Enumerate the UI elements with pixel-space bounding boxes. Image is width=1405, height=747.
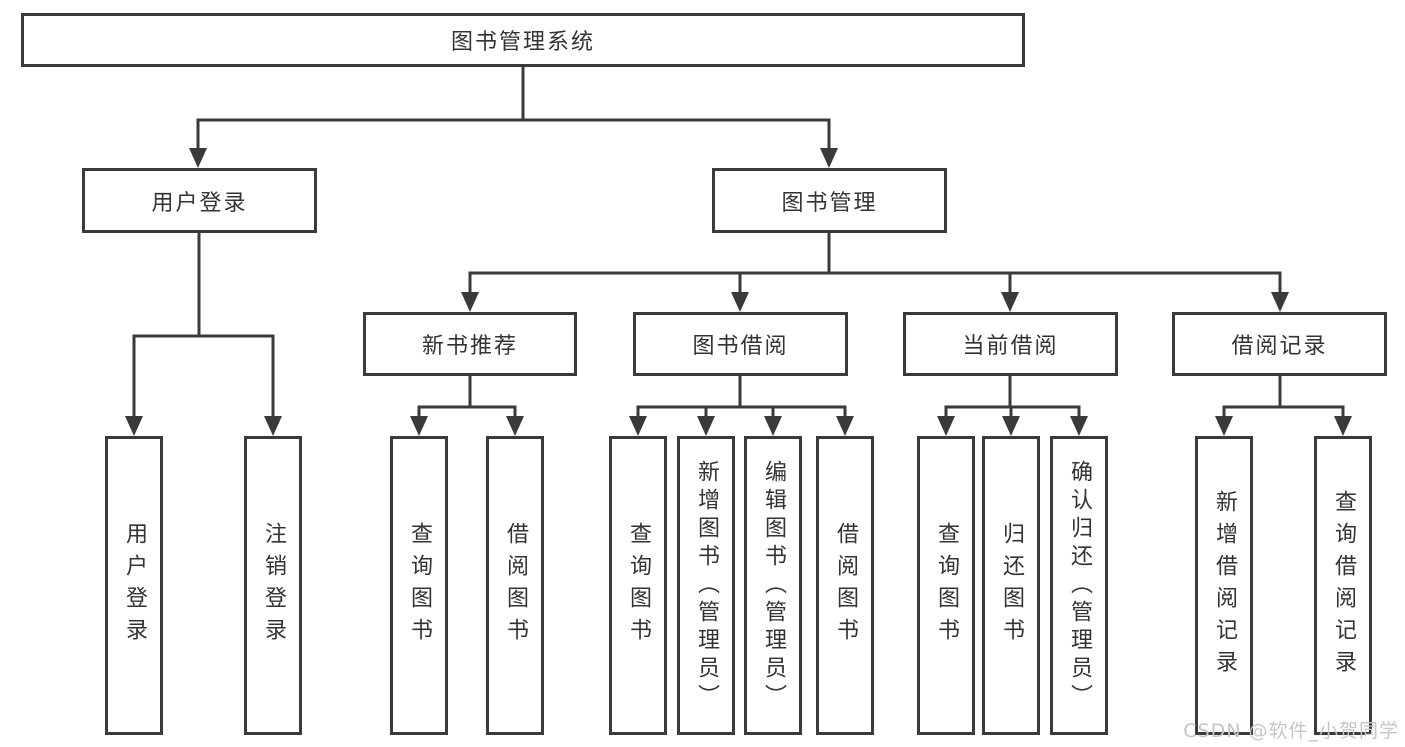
leaf-borrow-books: 借阅图书 xyxy=(816,436,874,735)
leaf-query-books-borrow: 查询图书 xyxy=(609,436,667,735)
connector-root-to-level2 xyxy=(189,64,838,168)
node-borrow-records: 借阅记录 xyxy=(1172,312,1387,376)
node-label: 图书管理系统 xyxy=(450,30,595,55)
node-book-management: 图书管理 xyxy=(712,168,947,233)
connector-current-borrow-to-leaves xyxy=(937,373,1088,436)
leaf-return-books: 归还图书 xyxy=(982,436,1040,735)
leaf-query-borrow-record: 查询借阅记录 xyxy=(1314,436,1372,735)
leaf-label: 借阅图书 xyxy=(503,521,528,650)
leaf-label: 查询图书 xyxy=(407,521,432,650)
node-label: 图书管理 xyxy=(781,190,878,216)
connector-book-management-to-level3 xyxy=(461,230,1289,312)
leaf-borrow-books-recommend: 借阅图书 xyxy=(486,436,544,735)
node-label: 图书借阅 xyxy=(692,334,789,359)
node-label: 用户登录 xyxy=(151,190,248,216)
connector-borrow-records-to-leaves xyxy=(1215,373,1352,436)
node-library-management-system: 图书管理系统 xyxy=(21,13,1025,67)
leaf-label: 查询借阅记录 xyxy=(1331,489,1356,682)
leaf-label: 归还图书 xyxy=(999,521,1024,650)
node-label: 当前借阅 xyxy=(962,334,1059,359)
leaf-label: 用户登录 xyxy=(122,521,147,650)
leaf-query-books-recommend: 查询图书 xyxy=(390,436,448,735)
leaf-edit-books-admin: 编辑图书（管理员） xyxy=(744,436,802,735)
connector-new-book-recommend-to-leaves xyxy=(410,373,524,436)
leaf-label: 新增借阅记录 xyxy=(1212,489,1237,682)
node-new-book-recommend: 新书推荐 xyxy=(363,312,577,376)
connector-user-login-to-leaves xyxy=(125,230,282,436)
leaf-label: 确认归还（管理员） xyxy=(1067,459,1092,712)
node-book-borrow: 图书借阅 xyxy=(633,312,848,376)
csdn-watermark: CSDN @软件_小贺同学 xyxy=(1183,720,1399,742)
leaf-label: 新增图书（管理员） xyxy=(694,459,719,712)
leaf-add-books-admin: 新增图书（管理员） xyxy=(677,436,735,735)
leaf-add-borrow-record: 新增借阅记录 xyxy=(1195,436,1253,735)
leaf-logout-login: 注销登录 xyxy=(244,436,302,735)
node-user-login: 用户登录 xyxy=(82,168,317,233)
connector-book-borrow-to-leaves xyxy=(629,373,854,436)
node-current-borrow: 当前借阅 xyxy=(903,312,1118,376)
leaf-label: 查询图书 xyxy=(934,521,959,650)
node-label: 借阅记录 xyxy=(1231,334,1328,359)
leaf-label: 编辑图书（管理员） xyxy=(761,459,786,712)
leaf-user-login: 用户登录 xyxy=(105,436,163,735)
leaf-query-books-current: 查询图书 xyxy=(917,436,975,735)
node-label: 新书推荐 xyxy=(421,334,518,359)
leaf-label: 注销登录 xyxy=(261,521,286,650)
leaf-label: 借阅图书 xyxy=(833,521,858,650)
leaf-confirm-return-admin: 确认归还（管理员） xyxy=(1050,436,1108,735)
leaf-label: 查询图书 xyxy=(626,521,651,650)
